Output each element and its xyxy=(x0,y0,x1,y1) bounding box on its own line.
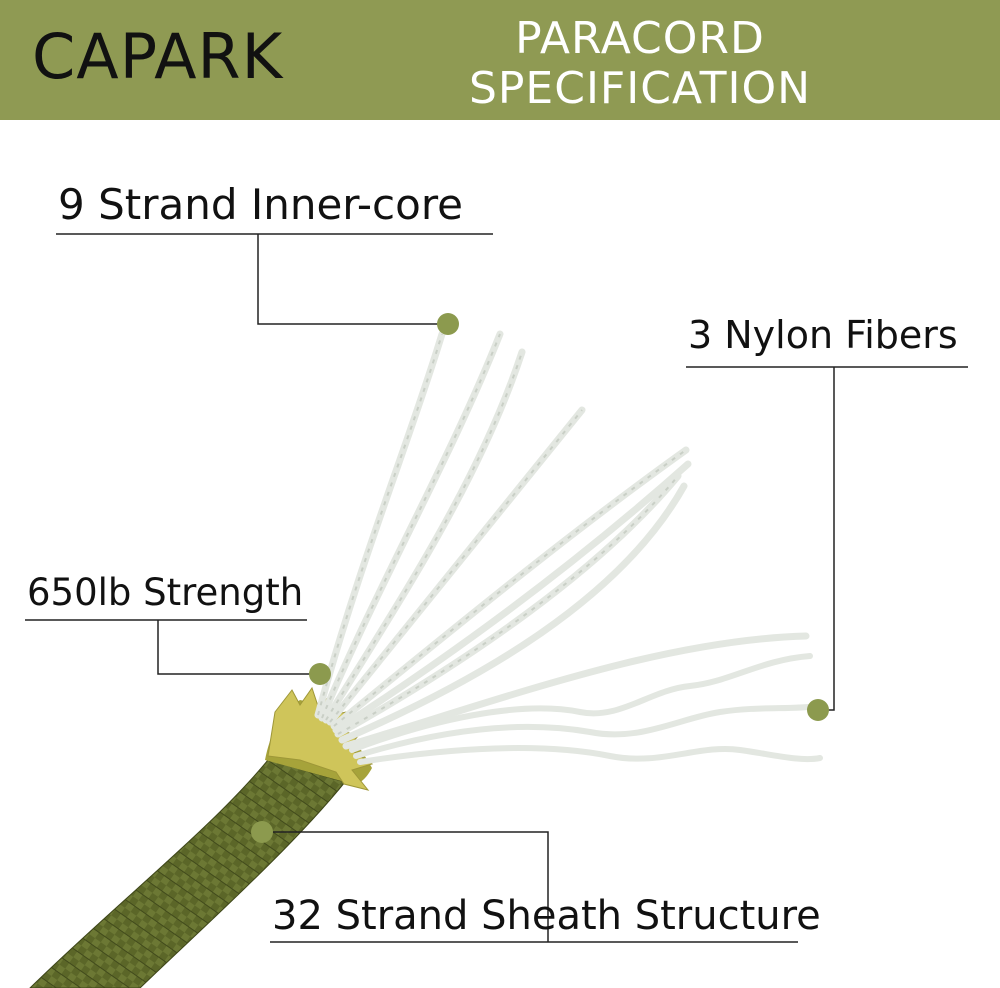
spec-title-line2: SPECIFICATION xyxy=(468,63,812,114)
dot-sheath xyxy=(251,821,273,843)
strand-twist-shading xyxy=(317,333,687,735)
dot-strength xyxy=(309,663,331,685)
dot-inner-core xyxy=(437,313,459,335)
nylon-fiber xyxy=(349,653,813,753)
header-banner: CAPARK PARACORD SPECIFICATION xyxy=(0,0,1000,120)
core-strand xyxy=(342,632,810,750)
nylon-fiber xyxy=(353,703,821,759)
core-strand xyxy=(332,460,692,734)
leader-inner-core-drop xyxy=(257,234,448,325)
label-inner-core: 9 Strand Inner-core xyxy=(58,180,464,229)
inner-core-strands xyxy=(314,330,810,750)
brand-name: CAPARK xyxy=(32,20,284,93)
callout-dots xyxy=(251,313,829,843)
spec-title-line1: PARACORD xyxy=(515,13,765,64)
core-strand xyxy=(318,330,504,722)
callout-lines xyxy=(25,233,968,943)
nylon-fibers xyxy=(349,653,823,765)
leader-nylon-drop xyxy=(818,367,835,711)
dot-nylon xyxy=(807,699,829,721)
nylon-fiber xyxy=(357,745,823,765)
leader-sheath-rise xyxy=(262,831,549,942)
label-strength: 650lb Strength xyxy=(27,571,304,614)
leader-strength-drop xyxy=(157,620,320,675)
spec-title: PARACORD SPECIFICATION xyxy=(410,14,870,114)
label-nylon-fibers: 3 Nylon Fibers xyxy=(688,313,958,357)
core-strand xyxy=(330,446,690,730)
core-strand xyxy=(338,482,688,744)
label-sheath: 32 Strand Sheath Structure xyxy=(272,893,821,939)
